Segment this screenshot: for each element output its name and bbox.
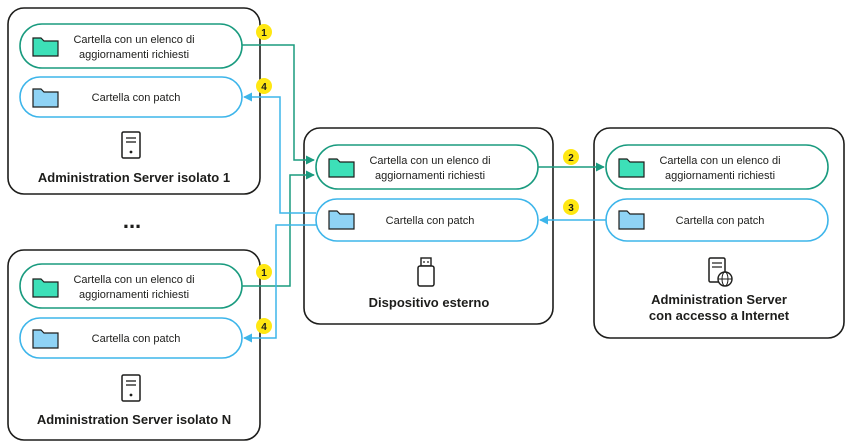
internet-server-patch-folder: Cartella con patch	[605, 198, 829, 242]
svg-text:4: 4	[261, 82, 267, 93]
requests-label-line2: aggiornamenti richiesti	[79, 289, 189, 301]
svg-text:4: 4	[261, 322, 267, 333]
connector-step1-server1	[242, 44, 315, 165]
isolated-server-1-requests-folder: Cartella con un elenco di aggiornamenti …	[19, 23, 243, 69]
ellipsis: ...	[123, 208, 141, 233]
step-badge-4-top: 4	[256, 78, 272, 94]
step-badge-1-top: 1	[256, 24, 272, 40]
isolated-server-1-box: Cartella con un elenco di aggiornamenti …	[7, 7, 261, 195]
requests-label-line1: Cartella con un elenco di	[659, 155, 780, 167]
requests-label-line2: aggiornamenti richiesti	[79, 49, 189, 61]
isolated-server-1-title: Administration Server isolato 1	[38, 170, 230, 185]
folder-icon	[32, 88, 59, 108]
svg-text:2: 2	[568, 153, 574, 164]
isolated-server-n-requests-folder: Cartella con un elenco di aggiornamenti …	[19, 263, 243, 309]
requests-label-line2: aggiornamenti richiesti	[665, 170, 775, 182]
patch-label: Cartella con patch	[386, 215, 475, 227]
server-globe-icon	[708, 257, 733, 287]
requests-label-line1: Cartella con un elenco di	[73, 34, 194, 46]
isolated-server-1-patch-folder: Cartella con patch	[19, 76, 243, 118]
requests-label-line1: Cartella con un elenco di	[369, 155, 490, 167]
patch-label: Cartella con patch	[92, 92, 181, 104]
step-badge-3: 3	[563, 199, 579, 215]
internet-server-box: Cartella con un elenco di aggiornamenti …	[593, 127, 845, 339]
server-icon	[121, 131, 141, 159]
connector-step1-server-n	[242, 170, 315, 287]
folder-icon	[32, 329, 59, 349]
step-badge-2: 2	[563, 149, 579, 165]
external-device-title: Dispositivo esterno	[369, 295, 490, 310]
requests-label-line2: aggiornamenti richiesti	[375, 170, 485, 182]
folder-icon	[328, 210, 355, 230]
svg-text:1: 1	[261, 268, 267, 279]
folder-icon	[618, 210, 645, 230]
server-icon	[121, 374, 141, 402]
external-device-requests-folder: Cartella con un elenco di aggiornamenti …	[315, 144, 539, 190]
external-device-patch-folder: Cartella con patch	[315, 198, 539, 242]
usb-drive-icon	[417, 257, 435, 287]
patch-label: Cartella con patch	[676, 215, 765, 227]
svg-text:3: 3	[568, 203, 574, 214]
svg-text:1: 1	[261, 28, 267, 39]
internet-server-title-line1: Administration Server	[651, 292, 787, 307]
step-badge-1-bottom: 1	[256, 264, 272, 280]
isolated-server-n-patch-folder: Cartella con patch	[19, 317, 243, 359]
external-device-box: Cartella con un elenco di aggiornamenti …	[303, 127, 554, 325]
folder-icon	[618, 158, 645, 178]
patch-label: Cartella con patch	[92, 333, 181, 345]
folder-icon	[32, 278, 59, 298]
isolated-server-n-box: Cartella con un elenco di aggiornamenti …	[7, 249, 261, 441]
requests-label-line1: Cartella con un elenco di	[73, 274, 194, 286]
internet-server-requests-folder: Cartella con un elenco di aggiornamenti …	[605, 144, 829, 190]
folder-icon	[32, 37, 59, 57]
step-badge-4-bottom: 4	[256, 318, 272, 334]
internet-server-title-line2: con accesso a Internet	[649, 308, 790, 323]
connector-step4-server1	[243, 92, 316, 214]
connector-step4-server-n	[243, 224, 316, 343]
folder-icon	[328, 158, 355, 178]
isolated-server-n-title: Administration Server isolato N	[37, 412, 231, 427]
